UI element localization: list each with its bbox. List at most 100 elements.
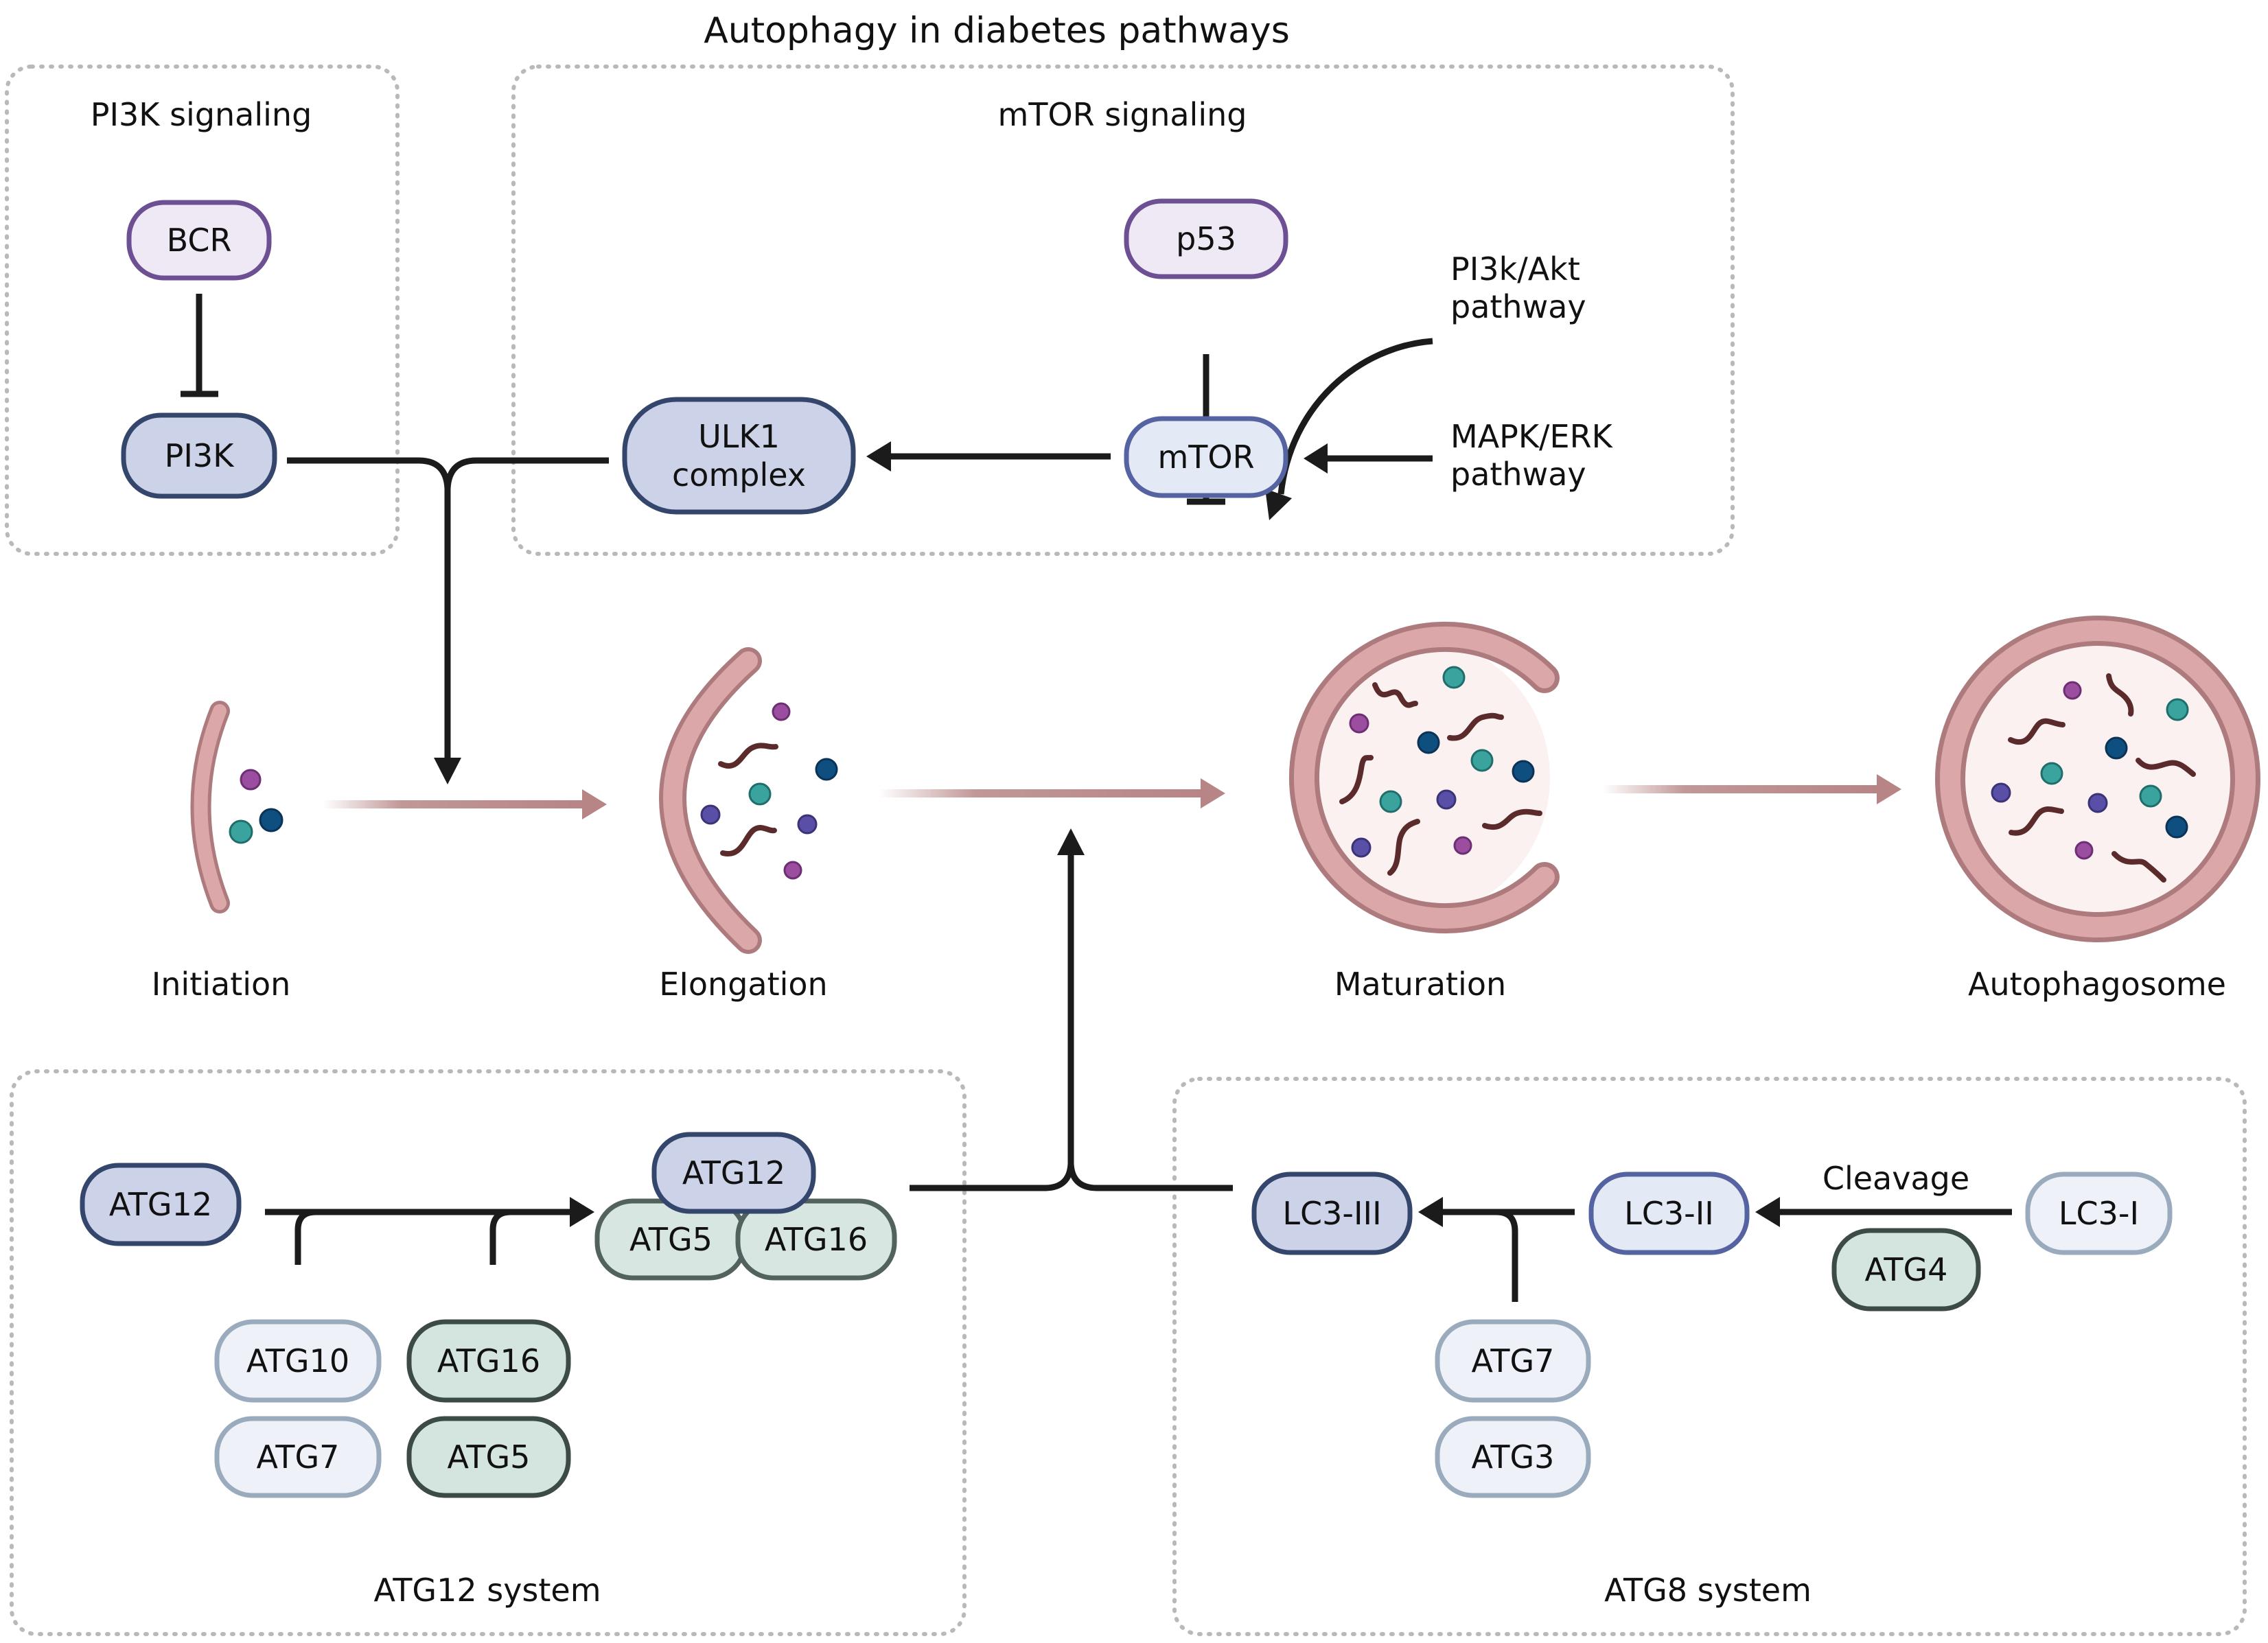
node-complex-atg16: ATG16 xyxy=(735,1198,897,1281)
stage-arrowhead-2 xyxy=(1201,778,1225,808)
cargo-navy xyxy=(259,808,284,832)
stage-label-elongation: EIongation xyxy=(659,966,827,1003)
arrowhead-lc3iii xyxy=(1418,1197,1443,1227)
cargo-squiggle xyxy=(1447,712,1504,741)
node-mtor: mTOR xyxy=(1124,416,1288,498)
node-shape xyxy=(1435,1319,1591,1403)
cargo-squiggle xyxy=(718,743,778,769)
edge-complex-merge xyxy=(910,1163,1074,1191)
node-atg4: ATG4 xyxy=(1831,1228,1981,1312)
cargo-navy xyxy=(1417,731,1440,754)
node-shape xyxy=(406,1319,571,1403)
arrowhead-maturation xyxy=(1057,828,1085,855)
external-label-mapk-erk-line1: MAPK/ERK xyxy=(1450,418,1614,455)
cargo-teal xyxy=(2166,698,2189,721)
node-label: ATG12 xyxy=(109,1186,212,1223)
external-input-mapk-erk: MAPK/ERK pathway xyxy=(1450,418,1614,493)
group-mtor-signaling: mTOR signaling xyxy=(511,65,1735,556)
arrowhead-mapk-erk xyxy=(1304,443,1328,474)
node-p53: p53 xyxy=(1124,198,1288,279)
cargo-indigo xyxy=(1436,789,1457,810)
group-label-atg8: ATG8 system xyxy=(1604,1572,1812,1609)
cargo-squiggle xyxy=(2111,851,2166,883)
cargo-indigo xyxy=(2087,793,2108,813)
node-label: ATG16 xyxy=(437,1342,540,1379)
cargo-squiggle xyxy=(1372,682,1418,708)
group-box-mtor xyxy=(511,65,1735,556)
stage-arrow-elongation-to-maturation xyxy=(879,778,1225,808)
stage-arrowhead-1 xyxy=(582,789,607,819)
node-label: complex xyxy=(672,456,806,493)
node-atg12-left: ATG12 xyxy=(80,1163,242,1246)
cargo-indigo xyxy=(797,814,818,835)
cargo-magenta xyxy=(2063,681,2082,700)
cargo-teal xyxy=(229,819,253,844)
node-label: ATG7 xyxy=(1472,1342,1555,1379)
external-input-pi3k-akt: PI3k/Akt pathway xyxy=(1450,250,1586,325)
cargo-squiggle xyxy=(2009,806,2064,836)
node-shape xyxy=(735,1198,897,1281)
edge-pi3k-akt-to-mtor xyxy=(1277,338,1433,495)
node-label: ULK1 xyxy=(698,418,780,455)
node-shape xyxy=(1588,1172,1750,1255)
node-shape xyxy=(1124,198,1288,279)
node-label: LC3-III xyxy=(1282,1195,1381,1232)
stage-labels: Initiation EIongation Maturation Autopha… xyxy=(152,966,2226,1003)
cargo-squiggle xyxy=(1339,755,1374,804)
node-label: ATG5 xyxy=(448,1438,531,1476)
stage-initiation xyxy=(190,701,284,913)
node-shape xyxy=(622,397,856,515)
node-bcr: BCR xyxy=(126,200,272,281)
edge-atg10-atg7-branch xyxy=(294,1209,316,1265)
cargo-squiggle xyxy=(2106,673,2134,716)
stage-label-autophagosome: Autophagosome xyxy=(1968,966,2226,1003)
diagram-title: Autophagy in diabetes pathways xyxy=(704,10,1290,51)
stage-arrows xyxy=(323,774,1901,819)
arrowhead-initiation xyxy=(434,758,461,784)
arrowhead-complex xyxy=(570,1197,594,1227)
edge-label-cleavage: Cleavage xyxy=(1822,1160,1969,1197)
edge-pi3k-merge xyxy=(287,457,451,489)
node-atg16-lower: ATG16 xyxy=(406,1319,571,1403)
node-label: LC3-II xyxy=(1624,1195,1714,1232)
node-complex-atg12: ATG12 xyxy=(651,1132,816,1214)
node-label: ATG7 xyxy=(257,1438,340,1476)
node-shape xyxy=(1435,1416,1591,1498)
node-shape xyxy=(126,200,272,281)
edge-ulk1-merge xyxy=(444,457,609,489)
cargo-teal xyxy=(1379,790,1402,813)
cargo-navy xyxy=(2165,815,2188,839)
node-atg5-lower: ATG5 xyxy=(406,1416,571,1498)
external-label-pi3k-akt-line2: pathway xyxy=(1450,288,1586,325)
arrowhead-lc3ii xyxy=(1755,1197,1780,1227)
node-shape xyxy=(2025,1172,2173,1255)
node-shape xyxy=(80,1163,242,1246)
cargo-teal xyxy=(1442,666,1466,689)
cargo-teal xyxy=(2040,762,2063,785)
stage-label-initiation: Initiation xyxy=(152,966,291,1003)
node-label: ATG4 xyxy=(1865,1251,1948,1288)
group-label-atg12: ATG12 system xyxy=(373,1572,601,1609)
node-label: ATG5 xyxy=(629,1221,713,1258)
group-box-atg8 xyxy=(1172,1077,2247,1636)
nodes: BCRPI3KULK1complexp53mTORATG12ATG10ATG7A… xyxy=(80,198,2173,1498)
node-shape xyxy=(651,1132,816,1214)
node-label: p53 xyxy=(1176,220,1236,257)
stage-maturation xyxy=(1289,622,1560,933)
node-label: mTOR xyxy=(1157,439,1254,476)
node-label: ATG3 xyxy=(1472,1438,1555,1476)
cargo-navy xyxy=(1512,760,1535,783)
group-box-atg12 xyxy=(10,1069,967,1636)
group-label-mtor: mTOR signaling xyxy=(998,96,1247,133)
node-lc3-i: LC3-I xyxy=(2025,1172,2173,1255)
stage-arrow-maturation-to-autophagosome xyxy=(1603,774,1901,804)
node-shape xyxy=(214,1319,382,1403)
cargo-indigo xyxy=(700,804,721,825)
stage-elongation xyxy=(659,647,838,954)
arrowhead-pi3k-akt xyxy=(1265,489,1292,520)
group-atg8-system: ATG8 system xyxy=(1172,1077,2247,1636)
cargo-magenta xyxy=(783,861,802,880)
node-shape xyxy=(1831,1228,1981,1312)
node-shape xyxy=(406,1416,571,1498)
